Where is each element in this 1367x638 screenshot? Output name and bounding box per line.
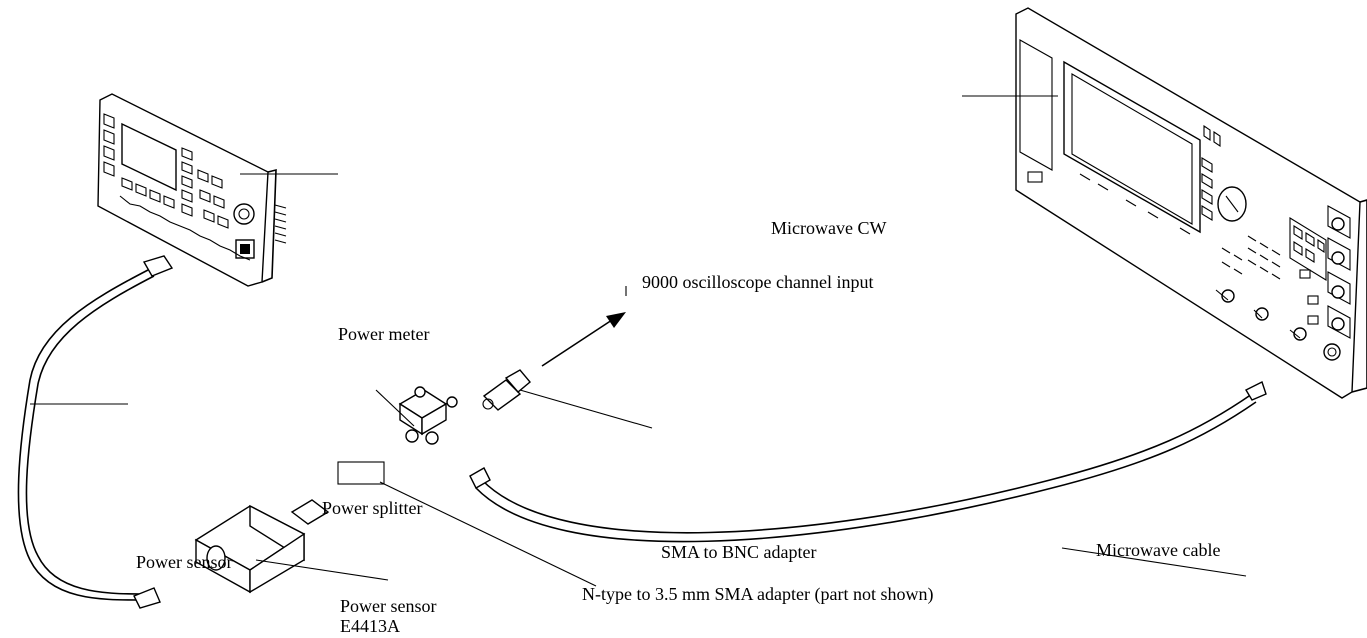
sma-bnc-adapter-drawing [482, 369, 531, 411]
leader-lines [30, 95, 1247, 587]
label-power-splitter: Power splitter [322, 498, 423, 518]
power-splitter-drawing [398, 386, 458, 445]
power-meter-drawing [97, 93, 287, 287]
label-oscilloscope-input: 9000 oscilloscope channel input [642, 272, 874, 292]
power-meter-cable [17, 255, 174, 609]
label-power-sensor-overlay: Power sensor [136, 552, 233, 572]
empty-callout-box [337, 461, 385, 485]
label-power-sensor: Power sensor [340, 596, 437, 616]
label-sma-bnc-adapter: SMA to BNC adapter [661, 542, 817, 562]
microwave-cable [469, 381, 1267, 543]
label-microwave-cw: Microwave CW [771, 218, 887, 238]
oscilloscope-arrow [541, 312, 626, 367]
label-sensor-model: E4413A [340, 616, 400, 636]
label-power-meter: Power meter [338, 324, 430, 344]
label-microwave-cable: Microwave cable [1096, 540, 1221, 560]
power-sensor-drawing [194, 499, 330, 594]
microwave-source-drawing [1015, 7, 1367, 399]
label-n-type-adapter: N-type to 3.5 mm SMA adapter (part not s… [582, 584, 934, 604]
